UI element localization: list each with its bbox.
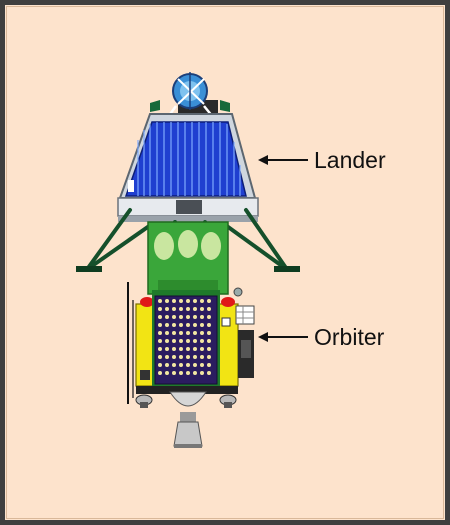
propulsion-module bbox=[147, 221, 229, 295]
lander-arrow bbox=[258, 155, 308, 165]
lander bbox=[76, 72, 300, 272]
orbiter-arrow bbox=[258, 332, 308, 342]
orbiter bbox=[127, 282, 255, 448]
left-foot bbox=[76, 266, 102, 272]
orbiter-label: Orbiter bbox=[314, 324, 385, 350]
right-foot bbox=[274, 266, 300, 272]
right-antenna bbox=[220, 100, 230, 112]
main-engine-nozzle bbox=[169, 391, 207, 448]
left-antenna bbox=[150, 100, 160, 112]
solar-cells bbox=[158, 299, 211, 375]
lander-solar-panel bbox=[124, 121, 247, 197]
orbiter-instruments bbox=[233, 287, 255, 378]
lander-label: Lander bbox=[314, 147, 386, 173]
